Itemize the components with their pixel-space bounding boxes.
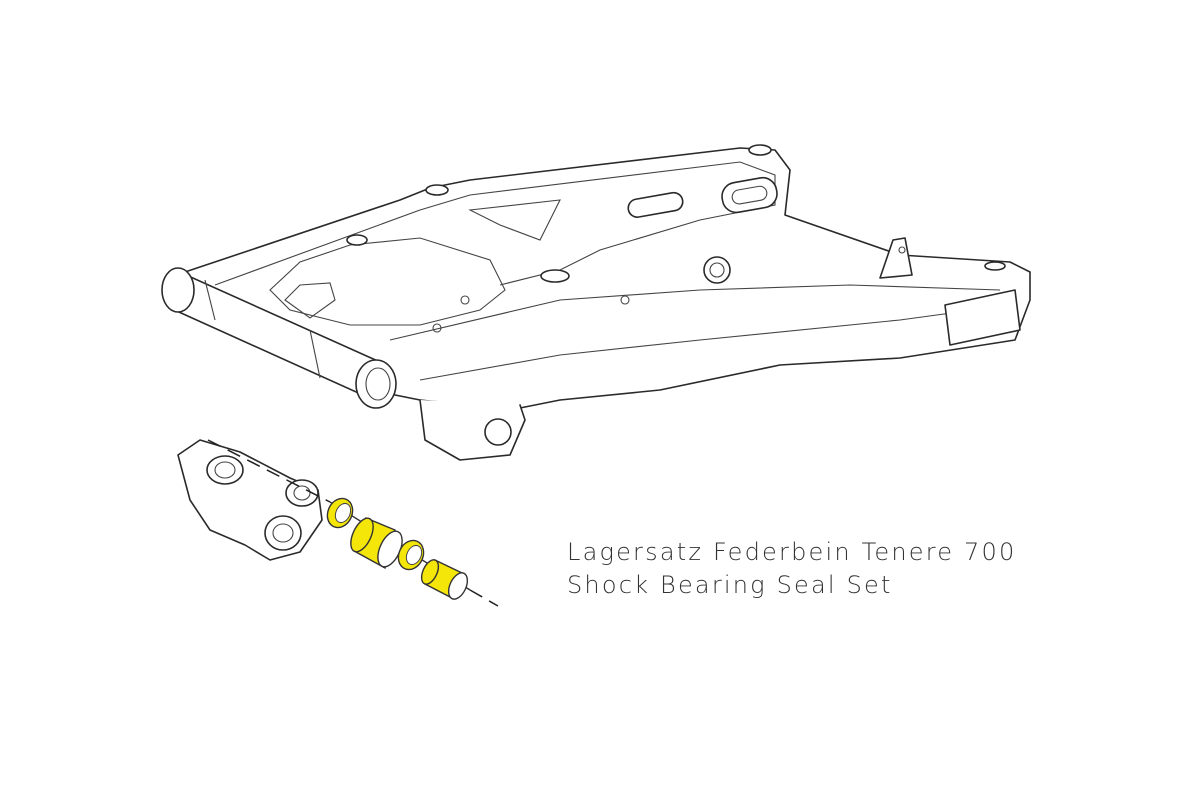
assembly-axis-line [207, 439, 499, 607]
caption-english: Shock Bearing Seal Set [567, 571, 893, 599]
swingarm [161, 144, 1031, 461]
bushing-sleeve [420, 559, 469, 600]
caption-german: Lagersatz Federbein Tenere 700 [567, 538, 1017, 566]
product-caption: Lagersatz Federbein Tenere 700 Shock Bea… [567, 536, 1016, 602]
seal-ring-1 [326, 497, 354, 529]
bearing-seal-set [326, 497, 469, 600]
seal-ring-2 [397, 539, 425, 571]
shock-linkage-part [177, 439, 323, 561]
needle-bearing [350, 517, 403, 570]
